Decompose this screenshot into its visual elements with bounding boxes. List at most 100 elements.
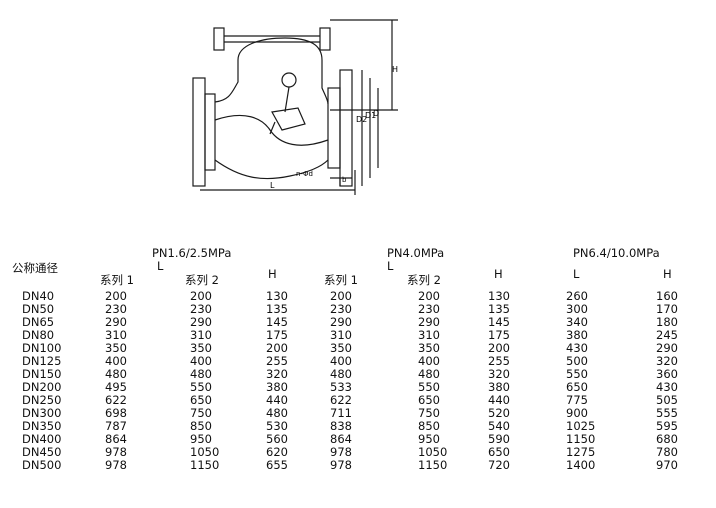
table-cell: 555: [656, 406, 678, 420]
table-cell: 400: [105, 354, 127, 368]
height-header: H: [268, 267, 277, 281]
table-cell: 533: [330, 380, 352, 394]
table-cell: 1050: [190, 445, 220, 459]
nominal-size-cell: DN125: [22, 354, 62, 368]
series2-header: 系列 2: [407, 273, 441, 287]
table-cell: 850: [190, 419, 212, 433]
table-cell: 320: [656, 354, 678, 368]
table-cell: 480: [266, 406, 288, 420]
table-cell: 290: [190, 315, 212, 329]
table-cell: 775: [566, 393, 588, 407]
table-cell: 595: [656, 419, 678, 433]
table-cell: 170: [656, 302, 678, 316]
nominal-size-cell: DN250: [22, 393, 62, 407]
series2-header: 系列 2: [185, 273, 219, 287]
table-cell: 135: [488, 302, 510, 316]
nominal-size-cell: DN450: [22, 445, 62, 459]
table-cell: 1150: [418, 458, 448, 472]
table-cell: 750: [418, 406, 440, 420]
nominal-size-cell: DN40: [22, 289, 55, 303]
table-cell: 650: [488, 445, 510, 459]
table-cell: 400: [418, 354, 440, 368]
table-cell: 320: [266, 367, 288, 381]
valve-body-bottom: [214, 159, 329, 180]
table-cell: 480: [418, 367, 440, 381]
table-cell: 180: [656, 315, 678, 329]
valve-drawing: H D2 D1 D n-Φd b L: [192, 19, 398, 195]
nominal-size-cell: DN300: [22, 406, 62, 420]
table-cell: 175: [266, 328, 288, 342]
table-cell: 495: [105, 380, 127, 394]
table-cell: 550: [418, 380, 440, 394]
nominal-size-cell: DN80: [22, 328, 55, 342]
table-cell: 900: [566, 406, 588, 420]
nominal-size-cell: DN150: [22, 367, 62, 381]
row-header: 公称通径: [12, 261, 58, 275]
table-cell: 310: [105, 328, 127, 342]
table-cell: 360: [656, 367, 678, 381]
table-cell: 320: [488, 367, 510, 381]
table-cell: 540: [488, 419, 510, 433]
table-cell: 838: [330, 419, 352, 433]
nominal-size-cell: DN350: [22, 419, 62, 433]
table-cell: 380: [266, 380, 288, 394]
table-cell: 260: [566, 289, 588, 303]
table-cell: 480: [330, 367, 352, 381]
dim-label: L: [270, 181, 275, 190]
table-cell: 590: [488, 432, 510, 446]
left-flange: [192, 77, 206, 187]
table-cell: 350: [418, 341, 440, 355]
table-cell: 680: [656, 432, 678, 446]
table-cell: 850: [418, 419, 440, 433]
table-cell: 230: [330, 302, 352, 316]
table-cell: 698: [105, 406, 127, 420]
table-cell: 500: [566, 354, 588, 368]
table-cell: 711: [330, 406, 352, 420]
pressure-header: PN1.6/2.5MPa: [152, 246, 232, 260]
table-cell: 440: [266, 393, 288, 407]
table-cell: 720: [488, 458, 510, 472]
table-cell: 970: [656, 458, 678, 472]
table-cell: 655: [266, 458, 288, 472]
table-cell: 978: [105, 445, 127, 459]
nominal-size-cell: DN200: [22, 380, 62, 394]
table-cell: 505: [656, 393, 678, 407]
table-cell: 1150: [190, 458, 220, 472]
pressure-header: PN6.4/10.0MPa: [573, 246, 660, 260]
table-cell: 1275: [566, 445, 596, 459]
dim-label: b: [342, 176, 347, 184]
table-cell: 978: [330, 445, 352, 459]
table-cell: 620: [266, 445, 288, 459]
table-cell: 430: [566, 341, 588, 355]
table-cell: 130: [488, 289, 510, 303]
table-cell: 160: [656, 289, 678, 303]
table-cell: 245: [656, 328, 678, 342]
table-cell: 200: [105, 289, 127, 303]
pressure-header: PN4.0MPa: [387, 246, 445, 260]
table-cell: 950: [418, 432, 440, 446]
table-cell: 350: [190, 341, 212, 355]
table-cell: 310: [418, 328, 440, 342]
table-cell: 380: [566, 328, 588, 342]
table-cell: 520: [488, 406, 510, 420]
dim-label: n-Φd: [296, 170, 313, 178]
table-cell: 310: [190, 328, 212, 342]
valve-bonnet: [214, 37, 329, 105]
table-cell: 400: [190, 354, 212, 368]
table-cell: 290: [418, 315, 440, 329]
table-cell: 350: [330, 341, 352, 355]
table-cell: 550: [566, 367, 588, 381]
table-cell: 650: [190, 393, 212, 407]
table-cell: 145: [488, 315, 510, 329]
nominal-size-cell: DN500: [22, 458, 62, 472]
table-cell: 340: [566, 315, 588, 329]
table-cell: 950: [190, 432, 212, 446]
nominal-size-cell: DN65: [22, 315, 55, 329]
table-cell: 1025: [566, 419, 596, 433]
table-cell: 650: [566, 380, 588, 394]
table-cell: 200: [330, 289, 352, 303]
table-cell: 200: [190, 289, 212, 303]
table-cell: 290: [656, 341, 678, 355]
table-cell: 787: [105, 419, 127, 433]
table-cell: 1050: [418, 445, 448, 459]
